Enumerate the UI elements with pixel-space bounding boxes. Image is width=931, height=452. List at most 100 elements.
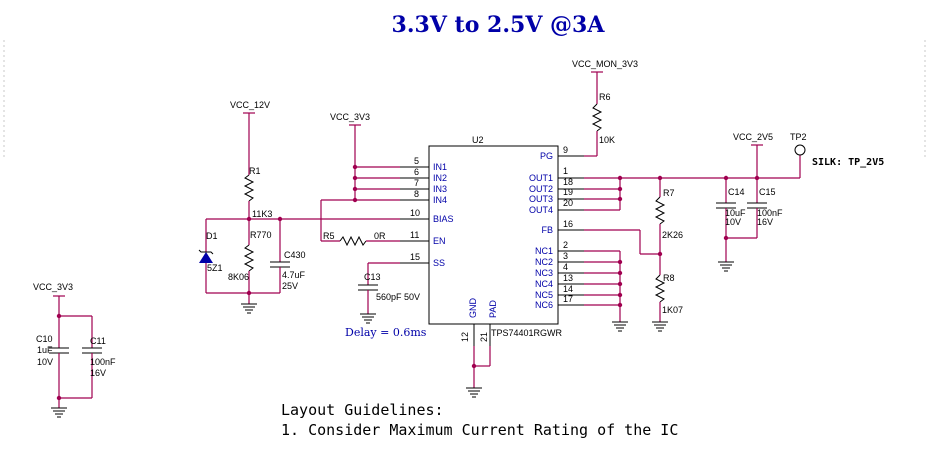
c13-ref: C13 <box>364 272 381 282</box>
pin-num-6: 6 <box>414 167 419 177</box>
c11-rating: 16V <box>90 368 106 378</box>
net-label-vcc-3v3-top: VCC_3V3 <box>330 112 370 122</box>
tp2-ref: TP2 <box>790 132 807 142</box>
c10-value: 1uF <box>37 345 53 355</box>
pin-name-nc1: NC1 <box>535 246 553 256</box>
c13-value: 560pF 50V <box>376 292 420 302</box>
net-label-vcc-2v5: VCC_2V5 <box>733 132 773 142</box>
c15-ref: C15 <box>759 187 776 197</box>
d1-ref: D1 <box>206 231 218 241</box>
silk-label: SILK: TP_2V5 <box>812 157 884 168</box>
pin-name-en: EN <box>433 236 446 246</box>
pin-num-4: 4 <box>563 262 568 272</box>
pin-name-nc6: NC6 <box>535 300 553 310</box>
pin-num-15: 15 <box>410 252 420 262</box>
c10-rating: 10V <box>37 357 53 367</box>
pin-num-5: 5 <box>414 156 419 166</box>
c11-value: 100nF <box>90 357 116 367</box>
ic-ground <box>466 346 491 398</box>
output-rail: VCC_2V5 TP2 SILK: TP_2V5 <box>584 132 884 211</box>
r1-value: 11K3 <box>252 209 272 219</box>
r6-value: 10K <box>599 135 615 145</box>
r8-ref: R8 <box>663 273 675 283</box>
pin-name-out1: OUT1 <box>529 173 553 183</box>
delay-note: Delay = 0.6ms <box>345 326 427 339</box>
c15-rating: 16V <box>757 217 773 227</box>
pin-name-in4: IN4 <box>433 195 447 205</box>
pin-name-pg: PG <box>540 151 553 161</box>
pin-name-nc5: NC5 <box>535 290 553 300</box>
input-decoupling: VCC_3V3 C10 1uF 10V C11 100nF 16V <box>33 282 116 418</box>
pin-name-in3: IN3 <box>433 184 447 194</box>
r8-value: 1K07 <box>662 305 683 315</box>
c430-ref: C430 <box>284 250 306 260</box>
layout-guidelines-heading: Layout Guidelines: <box>281 401 444 419</box>
pin-name-out3: OUT3 <box>529 194 553 204</box>
d1-value: 5Z1 <box>207 263 223 273</box>
pin-name-bias: BIAS <box>433 214 454 224</box>
pin-num-17: 17 <box>563 294 573 304</box>
ic-part: TPS74401RGWR <box>491 328 563 338</box>
pin-name-out2: OUT2 <box>529 184 553 194</box>
pin-num-8: 8 <box>414 189 419 199</box>
pin-name-gnd: GND <box>468 298 478 319</box>
c11-ref: C11 <box>90 336 106 346</box>
ic-body <box>428 145 559 325</box>
c15-value: 100nF <box>757 208 783 218</box>
pin-name-in2: IN2 <box>433 173 447 183</box>
ic-u2: U2 TPS74401RGWR 5 6 7 8 10 11 15 IN1 IN2… <box>400 135 584 346</box>
r770-value: 8K06 <box>228 272 249 282</box>
pin-num-21: 21 <box>479 332 489 342</box>
layout-guideline-1: 1. Consider Maximum Current Rating of th… <box>281 421 678 439</box>
pin-num-14: 14 <box>563 284 573 294</box>
c14-ref: C14 <box>728 187 745 197</box>
pin-name-fb: FB <box>541 225 553 235</box>
c430-value: 4.7uF <box>282 270 306 280</box>
bias-network: VCC_12V R1 11K3 D1 5Z1 R770 8K06 C430 4.… <box>198 100 400 314</box>
pin-name-pad: PAD <box>488 300 498 318</box>
pin-num-18: 18 <box>563 177 573 187</box>
r6-ref: R6 <box>599 92 611 102</box>
feedback-divider: R7 2K26 R8 1K07 <box>584 178 683 332</box>
r770-ref: R770 <box>250 230 272 240</box>
net-label-vcc-mon-3v3: VCC_MON_3V3 <box>572 59 638 69</box>
pin-num-12: 12 <box>460 332 470 342</box>
c10-ref: C10 <box>36 334 53 344</box>
r5-value: 0R <box>374 231 386 241</box>
c430-rating: 25V <box>282 281 298 291</box>
pin-num-20: 20 <box>563 198 573 208</box>
pin-name-in1: IN1 <box>433 162 447 172</box>
pin-num-19: 19 <box>563 187 573 197</box>
r7-value: 2K26 <box>662 230 683 240</box>
pin-name-nc2: NC2 <box>535 257 553 267</box>
output-capacitors: C14 10uF 10V C15 100nF 16V <box>716 178 783 272</box>
pin-num-7: 7 <box>414 178 419 188</box>
pin-name-ss: SS <box>433 258 445 268</box>
pin-num-2: 2 <box>563 240 568 250</box>
r5-ref: R5 <box>323 231 335 241</box>
pin-num-3: 3 <box>563 251 568 261</box>
pin-num-16: 16 <box>563 219 573 229</box>
c14-value: 10uF <box>725 208 746 218</box>
pin-num-1: 1 <box>563 166 568 176</box>
schematic-title: 3.3V to 2.5V @3A <box>392 12 606 38</box>
nc-ground <box>584 250 628 332</box>
c14-rating: 10V <box>725 217 741 227</box>
pin-name-nc4: NC4 <box>535 279 553 289</box>
r1-ref: R1 <box>249 166 261 176</box>
pin-name-out4: OUT4 <box>529 205 553 215</box>
pin-num-10: 10 <box>410 208 420 218</box>
resistor-r5: R5 0R <box>321 231 400 247</box>
input-rail-vcc-3v3: VCC_3V3 <box>320 112 400 241</box>
r7-ref: R7 <box>663 188 675 198</box>
pin-num-11: 11 <box>410 230 419 240</box>
pin-num-13: 13 <box>563 273 573 283</box>
pg-pullup: VCC_MON_3V3 R6 10K <box>572 59 638 157</box>
capacitor-c13: C13 560pF 50V <box>358 262 420 324</box>
pin-name-nc3: NC3 <box>535 268 553 278</box>
ic-ref: U2 <box>472 135 484 145</box>
net-label-vcc-12v: VCC_12V <box>230 100 270 110</box>
pin-num-9: 9 <box>563 145 568 155</box>
net-label-vcc-3v3-left: VCC_3V3 <box>33 282 73 292</box>
